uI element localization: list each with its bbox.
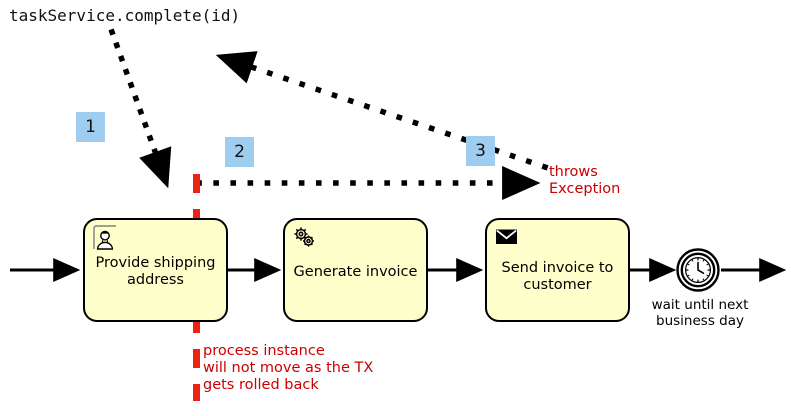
task-label: Provide shipping address xyxy=(95,255,216,289)
task-label: Generate invoice xyxy=(293,264,418,281)
throws-exception-annotation: throws Exception xyxy=(549,164,621,197)
task-label: Send invoice to customer xyxy=(501,259,614,293)
timer-event-label: wait until next business day xyxy=(651,297,749,329)
task-send-invoice-to-customer[interactable]: Send invoice to customer xyxy=(485,218,630,322)
clock-icon xyxy=(685,257,711,283)
dotted-call-flow-1 xyxy=(108,28,172,189)
timer-intermediate-event[interactable] xyxy=(676,248,720,292)
rollback-annotation: process instance will not move as the TX… xyxy=(203,343,374,393)
envelope-icon xyxy=(496,229,517,244)
task-provide-shipping-address[interactable]: Provide shipping address xyxy=(83,218,228,322)
gear-icon xyxy=(294,227,314,247)
code-caption: taskService.complete(id) xyxy=(9,6,241,25)
step-badge-2: 2 xyxy=(225,137,254,167)
task-generate-invoice[interactable]: Generate invoice xyxy=(283,218,428,322)
step-badge-1: 1 xyxy=(76,112,105,142)
user-icon xyxy=(93,225,116,250)
dotted-return-flow-3 xyxy=(215,51,549,171)
step-badge-3: 3 xyxy=(466,136,495,166)
